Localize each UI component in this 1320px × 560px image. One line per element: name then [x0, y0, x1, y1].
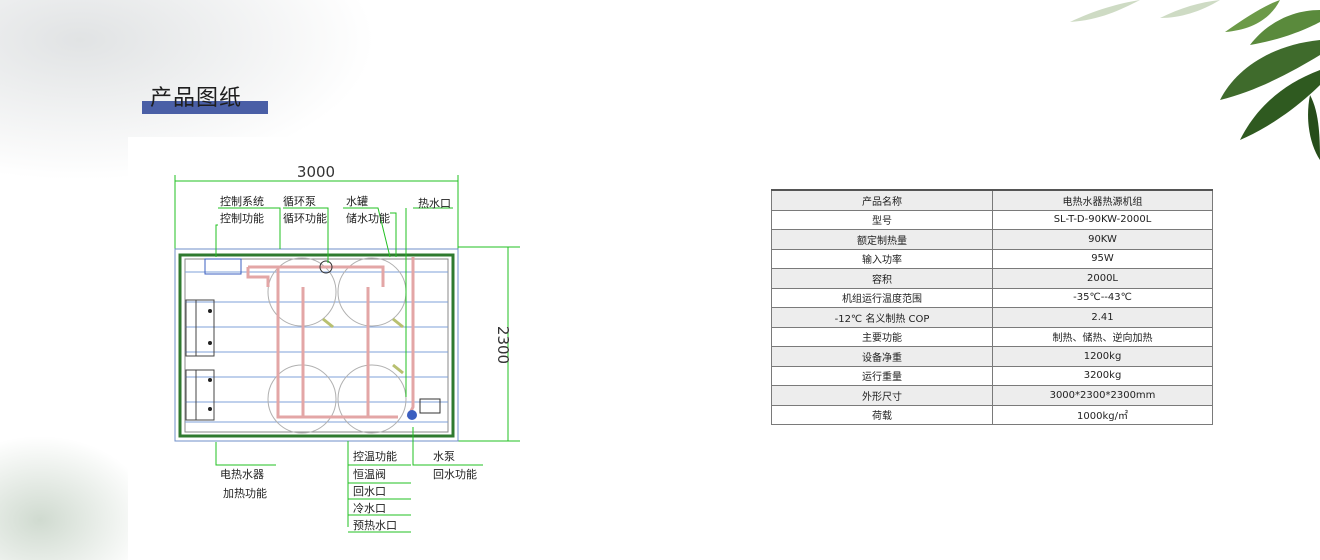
spec-key: 机组运行温度范围	[771, 287, 993, 308]
width-dimension-label: 3000	[297, 163, 335, 181]
height-dimension	[458, 246, 520, 442]
spec-key: 额定制热量	[771, 229, 993, 250]
heater-bolts	[208, 309, 212, 411]
label-return-function: 回水功能	[433, 467, 477, 481]
spec-value: -35℃--43℃	[992, 287, 1213, 308]
spec-value: 1200kg	[992, 346, 1213, 367]
spec-key: -12℃ 名义制热 COP	[771, 307, 993, 328]
frame-inner	[184, 258, 449, 433]
circulation-pump	[319, 260, 333, 274]
label-preheat-port: 预热水口	[353, 519, 397, 532]
label-hot-outlet: 热水口	[418, 197, 451, 210]
spec-row: 产品名称电热水器热源机组	[771, 189, 1213, 211]
height-dimension-label: 2300	[494, 326, 512, 364]
label-water-tank: 水罐	[346, 195, 368, 208]
spec-value: 2.41	[992, 307, 1213, 328]
section-title-text: 产品图纸	[150, 86, 243, 111]
width-dimension	[174, 175, 459, 257]
label-temp-control: 控温功能	[353, 449, 397, 463]
spec-value: SL-T-D-90KW-2000L	[992, 209, 1213, 230]
spec-key: 荷载	[771, 404, 993, 425]
water-pump	[407, 410, 417, 420]
spec-key: 运行重量	[771, 365, 993, 386]
spec-value: 2000L	[992, 268, 1213, 289]
label-water-pump: 水泵	[433, 450, 455, 463]
control-box	[204, 258, 242, 275]
leader-lines	[215, 207, 483, 533]
rails	[185, 271, 448, 423]
spec-row: 主要功能制热、储热、逆向加热	[771, 326, 1213, 347]
label-circ-pump: 循环泵	[283, 195, 316, 208]
label-storage-function: 储水功能	[346, 211, 390, 225]
spec-value: 3000*2300*2300mm	[992, 385, 1213, 406]
spec-value: 制热、储热、逆向加热	[992, 326, 1213, 347]
title-underline-bar	[142, 101, 268, 114]
spec-key: 设备净重	[771, 346, 993, 367]
spec-value: 95W	[992, 248, 1213, 269]
spec-key: 主要功能	[771, 326, 993, 347]
label-electric-heater: 电热水器	[220, 468, 264, 481]
spec-row: 机组运行温度范围-35℃--43℃	[771, 287, 1213, 308]
label-cold-inlet: 冷水口	[353, 502, 386, 515]
section-title: 产品图纸	[142, 84, 268, 116]
frame-outer	[174, 248, 459, 442]
spec-key: 输入功率	[771, 248, 993, 269]
spec-value: 1000kg/㎡	[992, 404, 1213, 425]
spec-value: 3200kg	[992, 365, 1213, 386]
heater-units	[185, 299, 215, 421]
spec-value: 90KW	[992, 229, 1213, 250]
spec-value: 电热水器热源机组	[992, 189, 1213, 211]
leaf-decoration	[1070, 0, 1320, 160]
valves	[322, 317, 404, 375]
spec-key: 型号	[771, 209, 993, 230]
label-control-function: 控制功能	[220, 211, 264, 225]
spec-key: 产品名称	[771, 189, 993, 211]
label-heating-function: 加热功能	[223, 486, 267, 500]
label-circ-function: 循环功能	[283, 211, 327, 225]
pipes	[246, 257, 415, 419]
water-tanks	[267, 257, 407, 434]
pump-box	[419, 398, 441, 414]
spec-key: 外形尺寸	[771, 385, 993, 406]
label-thermostat-valve: 恒温阀	[353, 467, 386, 481]
label-control-system: 控制系统	[220, 194, 264, 208]
frame-base	[178, 253, 455, 438]
spec-key: 容积	[771, 268, 993, 289]
product-drawing: 3000 2300	[128, 137, 598, 560]
label-return-port: 回水口	[353, 485, 386, 498]
